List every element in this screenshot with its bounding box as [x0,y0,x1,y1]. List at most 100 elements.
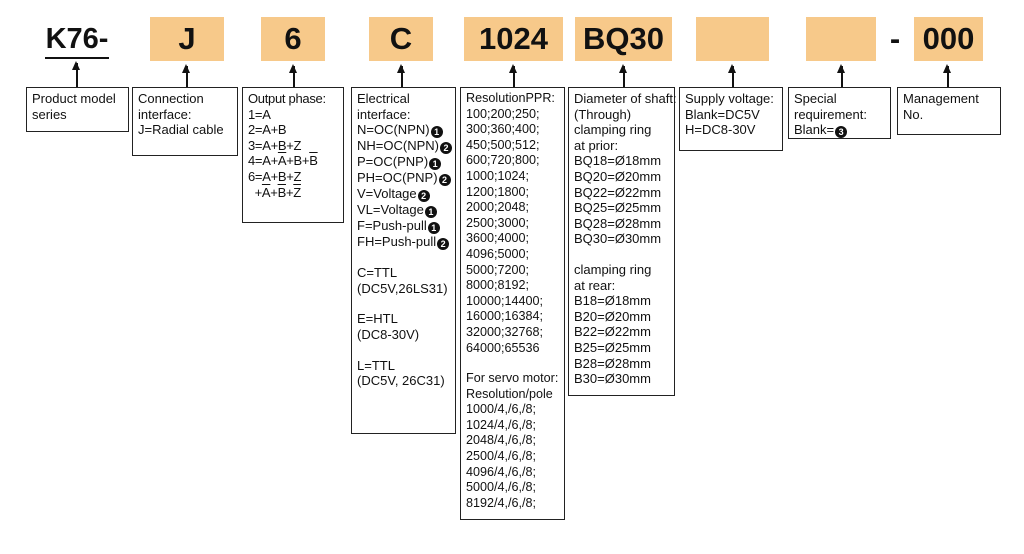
box-line-text: BQ22=Ø22mm [574,184,662,200]
code-voltage [696,17,769,61]
line-gap [357,250,451,265]
box-line-text: at rear: [574,277,616,293]
box-row: 32000;32768; [466,325,560,341]
box-line: Connection [138,91,204,106]
line-gap [574,247,670,262]
box-line-text: +B+ [286,153,310,169]
box-line-text: B25=Ø25mm [574,339,651,355]
box-line: 6=A+B+Z [248,169,339,185]
box-cell: 4096; [466,246,498,261]
box-line: interface: [138,106,192,122]
arrow-up-icon [619,64,627,73]
code-shaft: BQ30 [575,17,672,61]
box-line: B25=Ø25mm [574,340,670,356]
box-line-text: BQ20=Ø20mm [574,168,662,184]
box-cell: /6, [508,417,523,432]
code-resolution: 1024 [464,17,563,61]
arrow-up-icon [72,61,80,70]
box-line: NH=OC(NPN)2 [357,138,452,155]
overlined-signal: B [309,153,318,169]
box-line: BQ20=Ø20mm [574,169,670,185]
box-line-text: Electrical [357,91,410,106]
connector-line [841,66,843,87]
box-line: PH=OC(PNP)2 [357,170,451,187]
box-cell: 8192/4, [466,495,509,510]
arrow-up-icon [943,64,951,73]
box-line: at prior: [574,138,670,154]
box-line: at rear: [574,278,670,294]
box-cell: 400; [515,122,540,137]
box-cell: 16000; [466,309,505,324]
box-line-text: B30=Ø30mm [574,371,651,387]
line-gap [357,343,451,358]
box-line-text: + [248,184,263,200]
box-line-text: PH=OC(PNP) [357,170,438,186]
box-line: B20=Ø20mm [574,309,670,325]
box-line: +A+B+Z [248,185,339,201]
box-cell: 4096/4, [466,464,509,479]
box-line: clamping ring [574,122,670,138]
box-line: C=TTL [357,265,451,281]
box-row: 64000;65536 [466,341,560,357]
box-cell: /8; [522,402,537,417]
box-row: 5000;7200; [466,263,560,279]
box-line-text: E=HTL [357,311,398,327]
box-row: ResolutionPPR: [466,91,560,107]
box-line-text: clamping ring [574,261,652,277]
box-cell: 2000; [466,200,498,215]
box-line: J=Radial cable [138,122,224,138]
box-cell: PPR: [525,91,555,105]
box-cell: 8192; [497,278,530,293]
box-line-text: 4=A+ [248,153,278,169]
box-cell: /8; [522,480,537,495]
box-line: 3=A+B+Z [248,138,339,154]
circled-number-icon: 2 [438,174,451,187]
box-line-text: B28=Ø28mm [574,355,651,371]
box-row: 2500;3000; [466,216,560,232]
box-line-text: + [285,184,294,200]
box-cell: /8; [522,464,537,479]
circled-number-icon: 1 [429,158,442,171]
box-line: BQ25=Ø25mm [574,200,670,216]
circled-number-icon: 1 [430,126,443,139]
box-line-text: L=TTL [357,357,395,373]
box-line: (DC5V, 26C31) [357,373,451,389]
connector-line [732,66,734,87]
connector-line [401,66,403,87]
box-cell: 250; [515,106,540,121]
box-line: BQ18=Ø18mm [574,153,670,169]
box-row: 450;500;512; [466,138,560,154]
connection-interface-box: Connection interface: J=Radial cable [132,87,238,156]
box-line: (Through) [574,107,670,123]
box-cell: 512; [515,137,540,152]
box-line: 2=A+B [248,122,339,138]
box-cell: /6, [508,402,523,417]
box-line-text: B18=Ø18mm [574,293,651,309]
box-line: requirement: [794,107,886,123]
box-line: Resolution/pole [466,387,560,403]
box-line-text: Special [794,91,837,106]
box-line-text: FH=Push-pull [357,234,437,250]
box-cell: 16384; [504,309,544,324]
box-line-text: B22=Ø22mm [574,324,651,340]
circled-number-icon: 1 [427,222,440,235]
box-line: Blank=3 [794,122,886,139]
box-line-text: (DC8-30V) [357,326,420,342]
box-line-text: interface: [357,106,411,122]
line-gap [357,296,451,311]
arrow-up-icon [837,64,845,73]
arrow-up-icon [397,64,405,73]
box-line-text: B20=Ø20mm [574,308,651,324]
shaft-diameter-box: Diameter of shaft:(Through)clamping ring… [568,87,677,396]
box-line-text: + [270,184,278,200]
box-line-text: Blank=DC5V [685,106,760,122]
box-line: L=TTL [357,358,451,374]
box-cell: 200; [490,106,516,121]
box-line: BQ22=Ø22mm [574,185,670,201]
box-line: 4=A+A+B+B [248,153,339,169]
box-cell: 14400; [504,293,544,308]
box-line-text: 1=A [248,106,271,122]
